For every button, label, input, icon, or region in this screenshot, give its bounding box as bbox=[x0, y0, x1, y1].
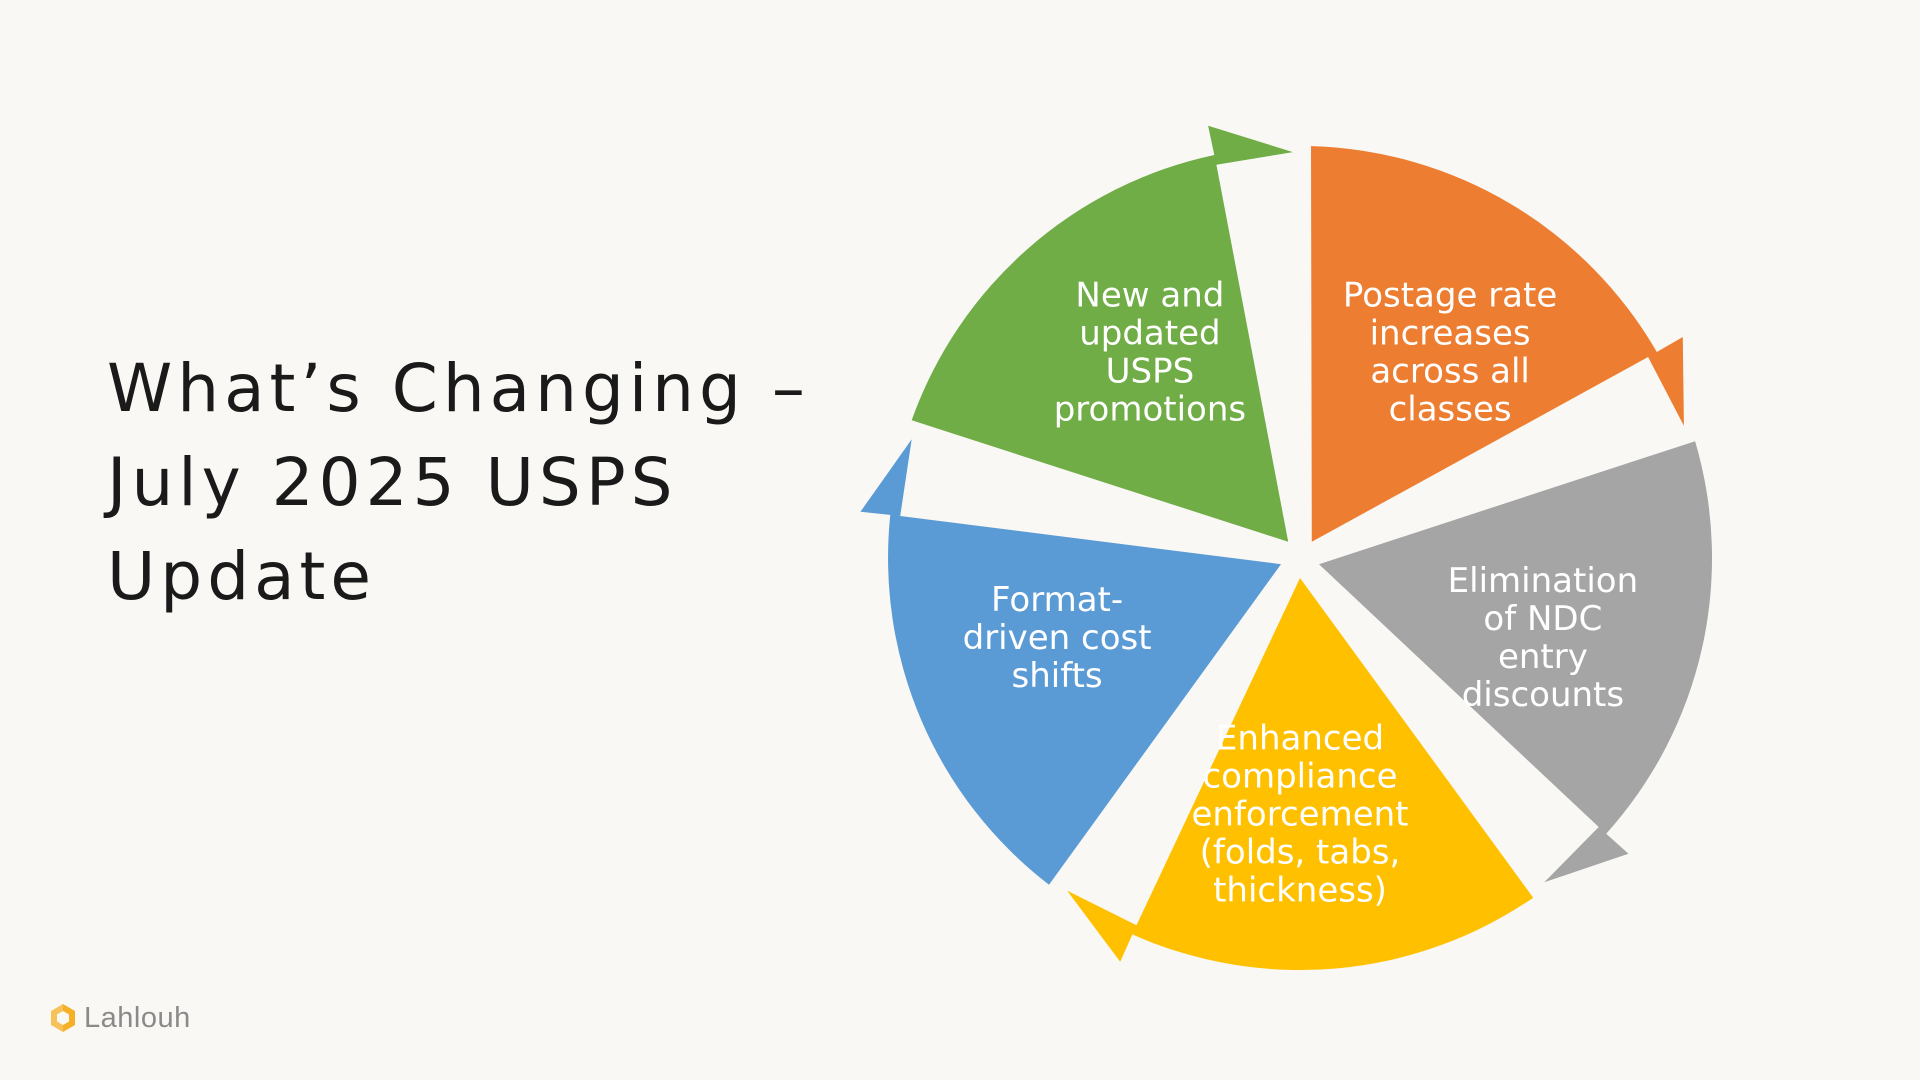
cycle-label-line: USPS bbox=[1106, 351, 1195, 391]
hexagon-logo-icon bbox=[51, 1004, 75, 1032]
cycle-label-line: discounts bbox=[1462, 675, 1624, 715]
cycle-segment-format-cost bbox=[860, 439, 1281, 885]
logo-text: Lahlouh bbox=[84, 1001, 191, 1034]
cycle-label-line: driven cost bbox=[963, 618, 1152, 658]
cycle-label-line: shifts bbox=[1012, 656, 1103, 696]
cycle-label-line: entry bbox=[1498, 637, 1588, 677]
title-line-1: What’s Changing – bbox=[107, 350, 810, 427]
cycle-label-line: promotions bbox=[1054, 389, 1246, 429]
cycle-label-line: enforcement bbox=[1192, 794, 1409, 834]
cycle-segment-ndc-elimination bbox=[1319, 441, 1713, 883]
cycle-label-line: New and bbox=[1075, 275, 1224, 315]
cycle-label-line: across all bbox=[1370, 351, 1530, 391]
cycle-segment-postage-rate bbox=[1311, 146, 1684, 542]
cycle-label-line: Format- bbox=[991, 580, 1123, 620]
cycle-label-line: updated bbox=[1079, 313, 1220, 353]
cycle-label-line: classes bbox=[1389, 389, 1512, 429]
cycle-label-line: Elimination bbox=[1448, 561, 1638, 601]
cycle-label-line: thickness) bbox=[1213, 870, 1387, 910]
cycle-label-line: (folds, tabs, bbox=[1200, 832, 1401, 872]
cycle-segment-promotions bbox=[911, 125, 1293, 542]
cycle-segment-compliance bbox=[1067, 578, 1534, 971]
cycle-label-line: increases bbox=[1370, 313, 1531, 353]
cycle-label-line: of NDC bbox=[1483, 599, 1602, 639]
cycle-segments bbox=[860, 125, 1713, 971]
cycle-label-line: Postage rate bbox=[1343, 275, 1557, 315]
company-logo: Lahlouh bbox=[50, 1001, 191, 1035]
title-line-3: Update bbox=[107, 538, 377, 615]
cycle-label-line: compliance bbox=[1202, 756, 1397, 796]
title-line-2: July 2025 USPS bbox=[107, 444, 678, 521]
cycle-label-line: Enhanced bbox=[1216, 718, 1384, 758]
slide-title: What’s Changing – July 2025 USPS Update bbox=[107, 342, 827, 624]
